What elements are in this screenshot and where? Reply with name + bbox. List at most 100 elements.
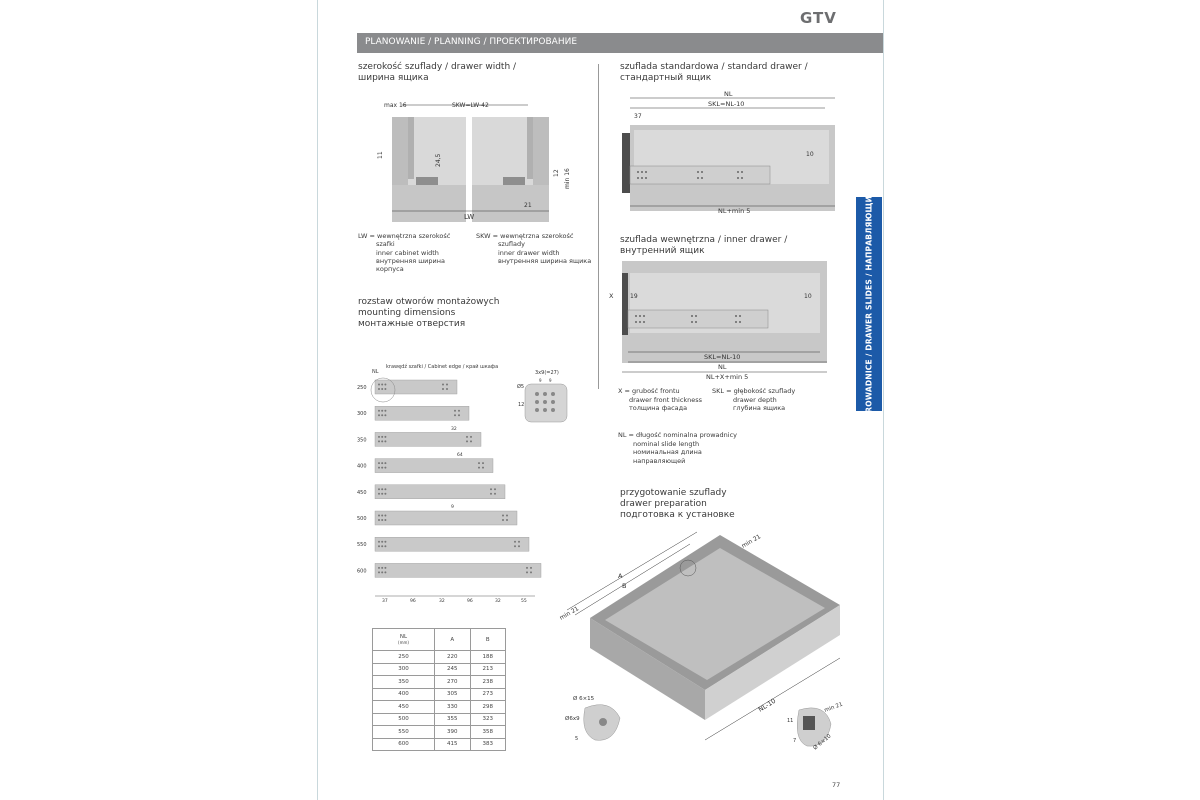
standard-drawer-title-1: szuflada standardowa / standard drawer / <box>620 62 808 72</box>
mounting-rail <box>374 406 470 421</box>
mounting-hole <box>384 566 387 569</box>
detail-dim-b: Ø5 <box>517 383 524 390</box>
mounting-hole <box>378 514 380 517</box>
mounting-hole <box>384 540 387 543</box>
std-slide-holes <box>637 171 743 179</box>
mounting-hole <box>384 545 387 548</box>
mounting-hole <box>514 540 516 543</box>
detail-dim-e: 9 <box>549 378 552 383</box>
mounting-hole <box>514 545 516 548</box>
mounting-title-1: rozstaw otworów montażowych <box>358 297 500 307</box>
mounting-hole <box>378 440 380 443</box>
legend-skw-1: SKW = wewnętrzna szerokość <box>476 232 574 240</box>
detail-dim-d: 9 <box>539 378 542 383</box>
mounting-hole <box>526 566 528 569</box>
legend-skl-1: SKL = głębokość szuflady <box>712 387 796 395</box>
table-cell-b: 383 <box>469 737 506 751</box>
legend-lw-3: inner cabinet width <box>376 249 439 257</box>
legend-skw-4: внутренняя ширина ящика <box>498 257 592 265</box>
legend-nl-3: номинальная длина <box>633 448 702 456</box>
mounting-hole <box>518 545 520 548</box>
inner-dim-skl: SKL=NL-10 <box>704 353 740 361</box>
mounting-hole <box>378 409 380 412</box>
prep-dim-a: A <box>618 572 623 580</box>
hole-detail-holes <box>535 392 555 412</box>
mounting-hole <box>378 383 380 386</box>
mounting-hole <box>381 519 384 521</box>
legend-nl-1: NL = długość nominalna prowadnicy <box>618 431 737 439</box>
mounting-size-label: 300 <box>357 411 367 417</box>
brand-logo: GTV <box>800 9 837 27</box>
mounting-hole <box>494 488 496 491</box>
mounting-hole <box>442 383 444 386</box>
table-cell-a: 270 <box>434 675 471 689</box>
mounting-hole <box>490 488 492 491</box>
dim-skw: SKW=LW-42 <box>452 102 489 109</box>
mounting-size-label: 600 <box>357 568 367 574</box>
mounting-size-label: 400 <box>357 464 367 470</box>
inner-dim-19: 19 <box>630 293 638 300</box>
mounting-hole <box>530 566 532 569</box>
inner-dim-x: X <box>609 292 614 300</box>
table-cell-b: 238 <box>469 675 506 689</box>
mounting-hole <box>381 414 384 417</box>
mounting-size-label: 250 <box>357 385 367 391</box>
bottom-dim-label: 32 <box>439 598 445 604</box>
table-cell-nl: 250 <box>372 650 435 664</box>
bottom-dim-label: 96 <box>467 598 473 604</box>
table-header-a: A <box>434 628 471 651</box>
inner-dim-nlx: NL+X+min 5 <box>706 373 748 381</box>
prep-title-2: drawer preparation <box>620 499 707 509</box>
dim-24-5: 24,5 <box>435 153 442 167</box>
table-cell-a: 245 <box>434 662 471 676</box>
std-dim-37: 37 <box>634 113 642 120</box>
mounting-hole <box>378 566 380 569</box>
mounting-hole <box>384 440 387 443</box>
mounting-size-label: 550 <box>357 542 367 548</box>
mounting-hole <box>381 488 384 491</box>
mounting-hole <box>384 466 387 469</box>
mounting-hole <box>381 540 384 543</box>
mounting-hole <box>442 388 444 390</box>
table-cell-nl: 500 <box>372 712 435 726</box>
mounting-hole <box>466 440 468 443</box>
break-gap <box>466 112 472 222</box>
legend-skl-3: глубина ящика <box>733 404 786 412</box>
legend-lw-4: внутренняя ширина <box>376 257 445 265</box>
mounting-hole <box>502 514 504 517</box>
bottom-dim-label: 37 <box>382 598 388 604</box>
mounting-rail <box>374 563 542 578</box>
mounting-hole <box>378 414 380 417</box>
legend-lw-5: корпуса <box>376 265 404 273</box>
spacing-label-9: 9 <box>451 504 454 510</box>
table-cell-a: 330 <box>434 700 471 714</box>
page-left-border <box>317 0 318 800</box>
mounting-hole <box>384 571 387 574</box>
legend-x-1: X = grubość frontu <box>618 387 680 395</box>
side-tab: PROWADNICE / DRAWER SLIDES / НАПРАВЛЯЮЩИ… <box>856 190 882 418</box>
mounting-hole <box>454 414 456 417</box>
mounting-size-label: 350 <box>357 437 367 443</box>
edge-detail-circle <box>370 377 396 403</box>
bottom-dim-label: 32 <box>495 598 501 604</box>
table-cell-b: 298 <box>469 700 506 714</box>
prep-drawer-front <box>705 605 840 720</box>
mounting-hole <box>378 466 380 469</box>
table-cell-b: 358 <box>469 725 506 739</box>
legend-skw-2: szuflady <box>498 240 525 248</box>
prep-dim-5: 5 <box>575 736 578 742</box>
mounting-hole <box>446 383 448 386</box>
detail-dim-a: 3x9(=27) <box>535 370 559 376</box>
table-cell-nl: 300 <box>372 662 435 676</box>
prep-dim-nl10: NL-10 <box>757 697 777 714</box>
detail-corner-notch <box>803 716 815 730</box>
mounting-hole <box>384 388 387 390</box>
mounting-hole <box>518 540 520 543</box>
mounting-rail <box>374 432 482 447</box>
legend-skl-2: drawer depth <box>733 396 777 404</box>
table-cell-b: 273 <box>469 687 506 701</box>
